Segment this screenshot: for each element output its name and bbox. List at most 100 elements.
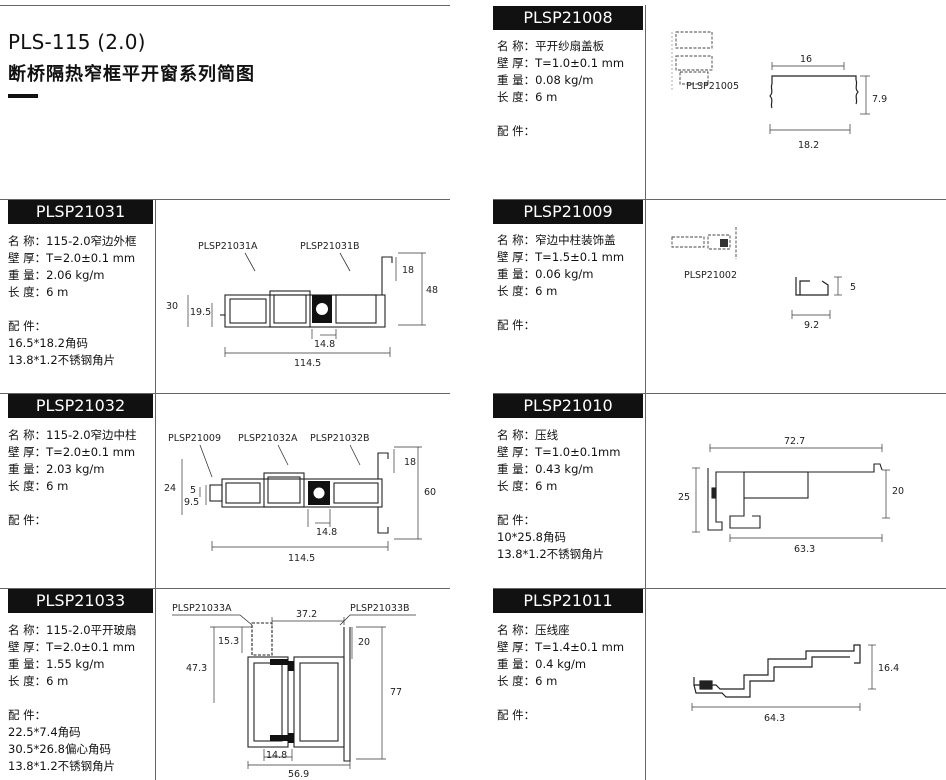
accessory-item: 13.8*1.2不锈钢角片 [8,353,116,367]
value-name: 115-2.0平开玻扇 [46,623,137,637]
rule-row1-left [0,199,450,200]
part-label: PLSP21033A [172,603,232,614]
label-wall: 壁 厚： [8,640,47,654]
label-length: 长 度： [8,479,47,493]
value-wall: T=2.0±0.1 mm [46,251,136,265]
product-header-21033: PLSP21033 [8,589,153,613]
profile-drawing-21009: PLSP21002 5 9.2 [671,227,856,331]
value-length: 6 m [46,479,69,493]
profile-drawing-21031: PLSP21031A PLSP21031B [166,241,438,369]
label-length: 长 度： [497,674,536,688]
profile-drawing-21011: 16.4 64.3 [691,644,899,724]
part-label: PLSP21009 [168,433,221,444]
part-label: PLSP21033B [350,603,410,614]
value-name: 115-2.0窄边外框 [46,234,137,248]
dim-label: 18 [402,265,414,276]
dim-label: 14.8 [266,750,287,761]
product-info-21010: 名 称：压线 壁 厚：T=1.0±0.1mm 重 量：0.43 kg/m 长 度… [497,427,620,563]
label-weight: 重 量： [497,73,536,87]
product-header-21011: PLSP21011 [493,589,643,613]
accessory-item: 13.8*1.2不锈钢角片 [497,547,605,561]
product-header-21032: PLSP21032 [8,394,153,418]
dim-label: 20 [358,637,370,648]
product-header-21008: PLSP21008 [493,6,643,30]
label-wall: 壁 厚： [497,640,536,654]
divider-right [645,5,646,780]
profile-drawing-21010: 72.7 25 20 63.3 [678,436,904,555]
dim-label: 18.2 [798,140,819,151]
value-wall: T=2.0±0.1 mm [46,640,136,654]
label-accessories: 配 件： [8,708,47,722]
value-length: 6 m [535,674,558,688]
value-weight: 1.55 kg/m [46,657,105,671]
dim-label: 14.8 [316,527,337,538]
value-name: 压线 [535,428,559,442]
product-info-21033: 名 称：115-2.0平开玻扇 壁 厚：T=2.0±0.1 mm 重 量：1.5… [8,622,137,775]
value-name: 115-2.0窄边中柱 [46,428,137,442]
dim-label: 7.9 [872,94,887,105]
top-rule-left [0,5,450,6]
value-length: 6 m [535,90,558,104]
page-subtitle: 断桥隔热窄框平开窗系列简图 [8,64,255,85]
value-length: 6 m [535,284,558,298]
dim-label: 63.3 [794,544,815,555]
dim-label: 64.3 [764,713,785,724]
part-label: PLSP21032A [238,433,298,444]
dim-label: 48 [426,285,438,296]
label-name: 名 称： [497,233,536,247]
value-name: 平开纱扇盖板 [535,39,605,53]
label-length: 长 度： [497,90,536,104]
value-length: 6 m [535,479,558,493]
label-wall: 壁 厚： [497,445,536,459]
dim-label: 16 [800,54,812,65]
value-weight: 2.03 kg/m [46,462,105,476]
value-wall: T=1.0±0.1mm [535,445,621,459]
label-accessories: 配 件： [497,124,536,138]
dim-label: 14.8 [314,339,335,350]
label-weight: 重 量： [8,462,47,476]
accessory-item: 10*25.8角码 [497,530,566,544]
rule-row2-right [493,393,946,394]
product-header-21009: PLSP21009 [493,200,643,224]
accessory-item: 13.8*1.2不锈钢角片 [8,759,116,773]
profile-drawing-21032: PLSP21009 PLSP21032A PLSP21032B [164,433,436,564]
part-label: PLSP21032B [310,433,370,444]
label-length: 长 度： [497,284,536,298]
label-accessories: 配 件： [8,319,47,333]
dim-label: 37.2 [296,609,317,620]
label-length: 长 度： [8,674,47,688]
label-wall: 壁 厚： [8,445,47,459]
dim-label: 30 [166,301,178,312]
product-info-21009: 名 称：窄边中柱装饰盖 壁 厚：T=1.5±0.1 mm 重 量：0.06 kg… [497,232,624,334]
accessory-item: 16.5*18.2角码 [8,336,88,350]
dim-label: 16.4 [878,663,899,674]
value-length: 6 m [46,674,69,688]
label-accessories: 配 件： [497,513,536,527]
part-label: PLSP21031A [198,241,258,252]
dim-label: 60 [424,487,436,498]
part-label: PLSP21005 [686,81,739,92]
label-accessories: 配 件： [8,513,47,527]
value-weight: 0.4 kg/m [535,657,587,671]
value-weight: 0.06 kg/m [535,267,594,281]
label-weight: 重 量： [497,657,536,671]
dim-label: 114.5 [288,553,315,564]
label-length: 长 度： [8,285,47,299]
rule-row3-left [0,588,450,589]
dim-label: 18 [404,457,416,468]
value-name: 窄边中柱装饰盖 [535,233,616,247]
label-name: 名 称： [497,623,536,637]
product-header-21010: PLSP21010 [493,394,643,418]
dim-label: 72.7 [784,436,805,447]
label-weight: 重 量： [497,462,536,476]
label-weight: 重 量： [497,267,536,281]
product-info-21011: 名 称：压线座 壁 厚：T=1.4±0.1 mm 重 量：0.4 kg/m 长 … [497,622,624,724]
profile-drawing-21008: PLSP21005 16 7.9 18.2 [671,31,887,151]
label-name: 名 称： [8,623,47,637]
dim-label: 24 [164,483,176,494]
label-wall: 壁 厚： [497,56,536,70]
product-info-21008: 名 称：平开纱扇盖板 壁 厚：T=1.0±0.1 mm 重 量：0.08 kg/… [497,38,624,140]
value-wall: T=1.5±0.1 mm [535,250,625,264]
value-name: 压线座 [535,623,570,637]
